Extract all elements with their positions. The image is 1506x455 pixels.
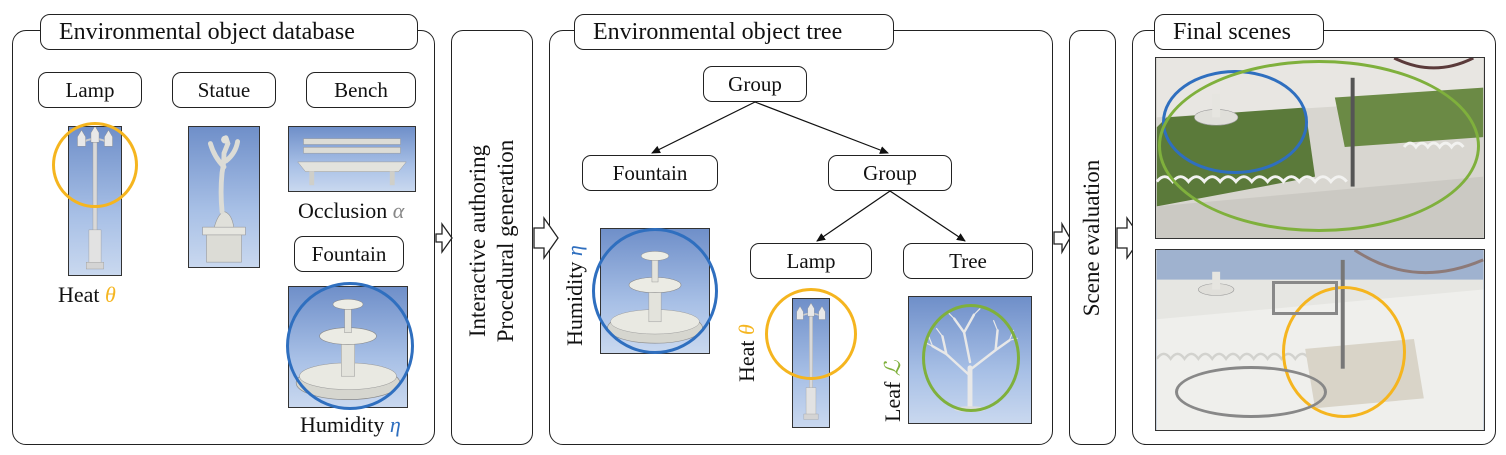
lamp-node: Lamp: [38, 72, 142, 108]
arrow-tree-to-evaluation: [1053, 221, 1071, 255]
lamp-image: [68, 126, 122, 276]
tree-humidity-caption: Humidity η: [562, 245, 587, 346]
tree-title: Environmental object tree: [574, 14, 894, 50]
occlusion-caption: Occlusion α: [298, 198, 405, 223]
evaluation-label: Scene evaluation: [1079, 159, 1104, 317]
edge-root-fountain: [651, 101, 756, 154]
arrow-database-to-authoring: [435, 221, 453, 255]
bench-image: [288, 126, 416, 192]
final-title: Final scenes: [1154, 14, 1324, 50]
final-scene-1: [1155, 57, 1485, 239]
final-scene-2: [1155, 249, 1485, 431]
edge-root-group: [754, 101, 889, 154]
bench-node: Bench: [306, 72, 416, 108]
database-title: Environmental object database: [40, 14, 418, 50]
fountain-image: [288, 286, 408, 408]
statue-image: [188, 126, 260, 268]
tree-leaf-caption: Leaf ℒ: [880, 360, 905, 422]
edge-group-tree: [889, 190, 966, 242]
tree-group-node: Group: [828, 155, 952, 191]
humidity-caption: Humidity η: [300, 412, 401, 437]
tree-root-node: Group: [703, 66, 807, 102]
tree-heat-caption: Heat θ: [734, 324, 759, 382]
arrow-authoring-to-tree: [533, 215, 559, 261]
tree-fountain-image: [600, 228, 710, 354]
fountain-node: Fountain: [294, 236, 404, 272]
tree-lamp-image: [792, 298, 830, 428]
evaluation-panel: [1069, 30, 1116, 445]
heat-caption: Heat θ: [58, 282, 116, 307]
tree-fountain-node: Fountain: [582, 155, 718, 191]
statue-node: Statue: [172, 72, 276, 108]
final2-occlusion-box: [1272, 281, 1338, 315]
tree-tree-image: [908, 296, 1032, 424]
edge-group-lamp: [816, 190, 891, 242]
tree-lamp-node: Lamp: [750, 243, 872, 279]
tree-tree-node: Tree: [903, 243, 1033, 279]
